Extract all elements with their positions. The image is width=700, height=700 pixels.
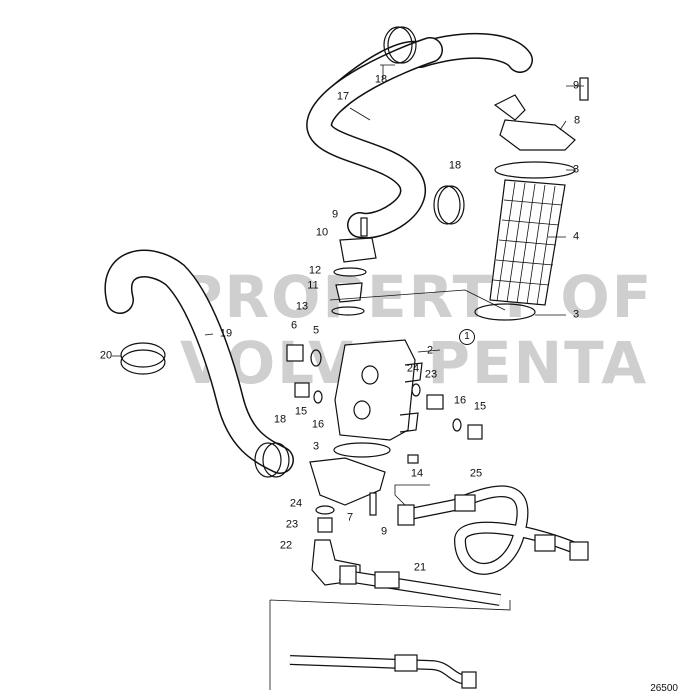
o-ring-3-lower: [474, 303, 536, 321]
cover-8: [493, 77, 589, 151]
thermostat-stack: [331, 217, 377, 316]
callout: 3: [572, 163, 580, 176]
diagram-reference-number: 26500: [650, 683, 678, 694]
callout: 5: [312, 324, 320, 337]
callout: 15: [294, 405, 308, 418]
fittings: [286, 344, 483, 464]
elbow-7: [309, 457, 386, 516]
callout: 24: [406, 362, 420, 375]
hose-clamp-18-lower: [254, 442, 290, 478]
callout: 2: [426, 344, 434, 357]
callout: 23: [424, 368, 438, 381]
callout: 10: [315, 226, 329, 239]
callout: 7: [346, 511, 354, 524]
callout: 15: [473, 400, 487, 413]
callout: 21: [413, 561, 427, 574]
callout: 13: [295, 300, 309, 313]
callout: 4: [572, 230, 580, 243]
hose-17: [306, 33, 533, 239]
o-ring-3-top: [494, 161, 576, 179]
hose-clamp-20: [120, 342, 166, 375]
callout: 3: [572, 308, 580, 321]
hose-clamp-18-top: [383, 26, 417, 64]
filter-4: [489, 179, 566, 306]
pipe-25: [397, 485, 589, 575]
callout: 24: [289, 497, 303, 510]
leader-lines: [112, 64, 584, 690]
pipe-21: [289, 565, 501, 689]
callout: 3: [312, 440, 320, 453]
callout: 18: [273, 413, 287, 426]
callout: 9: [380, 525, 388, 538]
callout: 8: [573, 114, 581, 127]
callout: 23: [285, 518, 299, 531]
callout: 16: [453, 394, 467, 407]
callout: 6: [290, 319, 298, 332]
callout: 25: [469, 467, 483, 480]
callout: 17: [336, 90, 350, 103]
callout: 12: [308, 264, 322, 277]
callout: 18: [448, 159, 462, 172]
callout: 19: [219, 327, 233, 340]
hose-19: [104, 249, 294, 474]
callout: 11: [307, 279, 319, 292]
callout: 9: [572, 79, 580, 92]
hose-clamp-18-mid: [433, 185, 465, 225]
callout: 16: [311, 418, 325, 431]
callout: 14: [410, 467, 424, 480]
callout: 22: [279, 539, 293, 552]
watermark-line-1: PROPERTY OF: [180, 263, 654, 331]
o-ring-3-bottom: [333, 442, 391, 458]
callout-circled: 1: [459, 329, 475, 345]
callout: 20: [99, 349, 113, 362]
thermostat-housing-2: [334, 339, 423, 441]
callout: 9: [331, 208, 339, 221]
callout: 18: [374, 73, 388, 86]
